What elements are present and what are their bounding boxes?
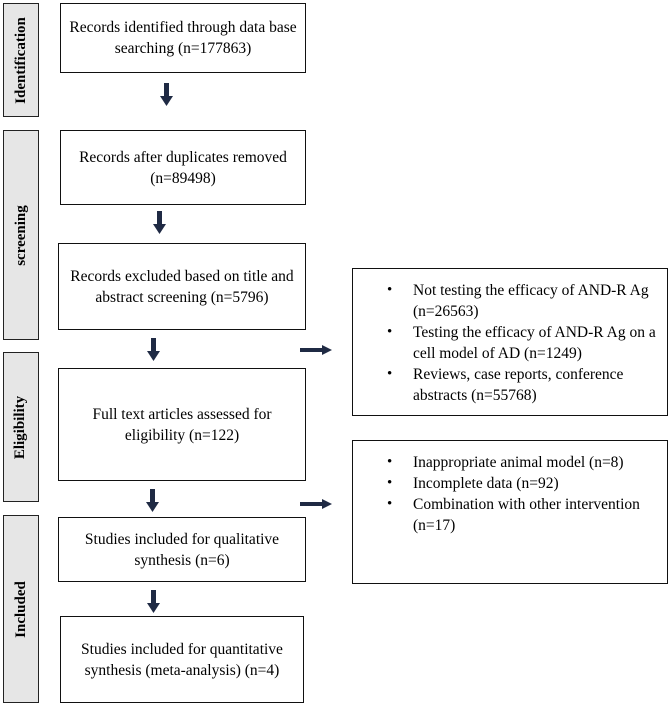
exclusion-box-screening: Not testing the efficacy of AND-R Ag (n=… — [352, 268, 668, 416]
box-records-identified: Records identified through data base sea… — [60, 3, 306, 73]
box-after-duplicates: Records after duplicates removed (n=8949… — [60, 130, 306, 205]
exclusion-item: Reviews, case reports, conference abstra… — [387, 364, 667, 406]
down-arrow-5 — [147, 590, 160, 613]
phase-screening: screening — [3, 130, 39, 340]
box-records-identified-text: Records identified through data base sea… — [69, 19, 297, 57]
down-arrow-3 — [147, 338, 160, 361]
box-full-text-assessed-text: Full text articles assessed for eligibil… — [92, 405, 272, 444]
right-arrow-1 — [300, 345, 332, 355]
box-after-duplicates-text: Records after duplicates removed (n=8949… — [79, 148, 287, 187]
down-arrow-2 — [153, 211, 166, 234]
exclusion-item: Combination with other intervention (n=1… — [387, 494, 667, 536]
right-arrow-2 — [300, 499, 332, 509]
exclusion-item: Inappropriate animal model (n=8) — [387, 452, 667, 473]
box-title-abstract-screening-text: Records excluded based on title and abst… — [70, 267, 294, 306]
exclusion-box-eligibility: Inappropriate animal model (n=8) Incompl… — [352, 440, 668, 584]
box-quantitative-synthesis-text: Studies included for quantitative synthe… — [81, 640, 283, 679]
exclusion-item: Incomplete data (n=92) — [387, 473, 667, 494]
box-quantitative-synthesis: Studies included for quantitative synthe… — [60, 616, 304, 703]
down-arrow-1 — [160, 83, 173, 106]
phase-eligibility: Eligibility — [3, 352, 39, 502]
exclusion-item: Testing the efficacy of AND-R Ag on a ce… — [387, 322, 667, 364]
box-qualitative-synthesis: Studies included for qualitative synthes… — [58, 517, 306, 582]
phase-identification: Identification — [3, 3, 39, 117]
box-qualitative-synthesis-text: Studies included for qualitative synthes… — [84, 530, 280, 569]
box-title-abstract-screening: Records excluded based on title and abst… — [58, 243, 306, 330]
exclusion-list-screening: Not testing the efficacy of AND-R Ag (n=… — [353, 280, 667, 406]
box-full-text-assessed: Full text articles assessed for eligibil… — [58, 368, 306, 481]
exclusion-list-eligibility: Inappropriate animal model (n=8) Incompl… — [353, 452, 667, 536]
down-arrow-4 — [146, 489, 159, 512]
exclusion-item: Not testing the efficacy of AND-R Ag (n=… — [387, 280, 667, 322]
phase-included: Included — [3, 515, 39, 703]
